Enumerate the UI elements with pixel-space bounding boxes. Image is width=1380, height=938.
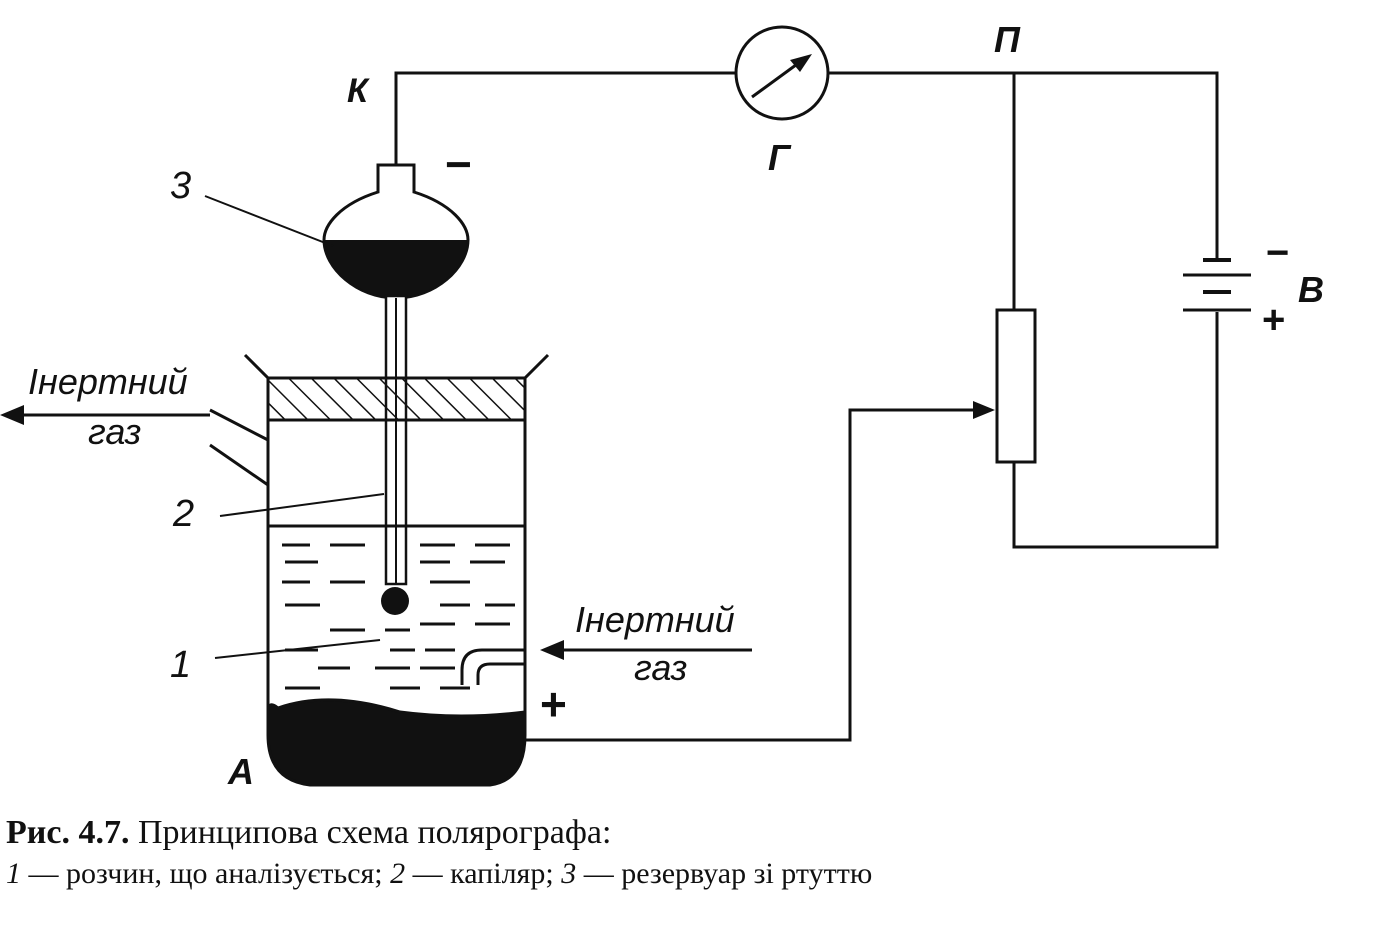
legend-text-2: — капіляр; <box>405 857 562 890</box>
anode-label: А <box>227 751 254 792</box>
gas-outlet-label-line1: Інертний <box>28 361 188 402</box>
circuit-wires <box>394 71 1219 742</box>
arrow-left-icon <box>540 640 564 660</box>
mercury-drop <box>381 587 409 615</box>
galvanometer-label: Г <box>768 137 792 178</box>
gas-arrows <box>0 405 752 660</box>
cathode-label: К <box>347 72 370 110</box>
gas-inlet-tube <box>460 648 525 685</box>
legend-number-1: 1 <box>6 857 21 890</box>
slider-arrow-icon <box>973 401 995 419</box>
beaker-stopper <box>266 376 527 422</box>
anode-plus-sign: + <box>540 678 567 730</box>
battery-plus-sign: + <box>1262 298 1285 342</box>
gas-inlet-label-line1: Інертний <box>575 599 735 640</box>
potentiometer-resistor <box>995 308 1037 464</box>
cathode-minus-sign: − <box>445 138 472 190</box>
pointer-lines <box>204 195 385 659</box>
solution-number-label: 1 <box>170 644 191 686</box>
capillary-tube <box>384 294 408 586</box>
caption-title-line: Рис. 4.7. Принципова схема полярографа: <box>6 812 1366 854</box>
gas-outlet-label-line2: газ <box>88 411 141 452</box>
polarograph-diagram: К Г П В А 3 2 1 − + − + Інертний газ Іне… <box>0 19 1324 792</box>
galvanometer <box>734 25 830 121</box>
mercury-pool-anode <box>266 698 527 787</box>
gas-outlet-tube <box>209 408 269 487</box>
potentiometer-label: П <box>994 19 1021 60</box>
legend-number-3: 3 <box>561 857 577 890</box>
battery-minus-sign: − <box>1266 231 1289 275</box>
reservoir-number-label: 3 <box>170 165 191 207</box>
arrow-left-icon <box>0 405 24 425</box>
figure-number: Рис. 4.7. <box>6 814 130 851</box>
caption-legend-line: 1 — розчин, що аналізується; 2 — капіляр… <box>6 854 1366 894</box>
legend-text-1: — розчин, що аналізується; <box>21 857 391 890</box>
capillary-number-label: 2 <box>172 493 194 535</box>
legend-number-2: 2 <box>390 857 406 890</box>
battery-label: В <box>1298 269 1324 310</box>
gas-inlet-label-line2: газ <box>634 647 687 688</box>
figure-caption: Рис. 4.7. Принципова схема полярографа: … <box>6 812 1366 894</box>
caption-title: Принципова схема полярографа: <box>129 814 612 851</box>
battery-icon <box>1183 258 1251 312</box>
legend-text-3: — резервуар зі ртуттю <box>576 857 873 890</box>
